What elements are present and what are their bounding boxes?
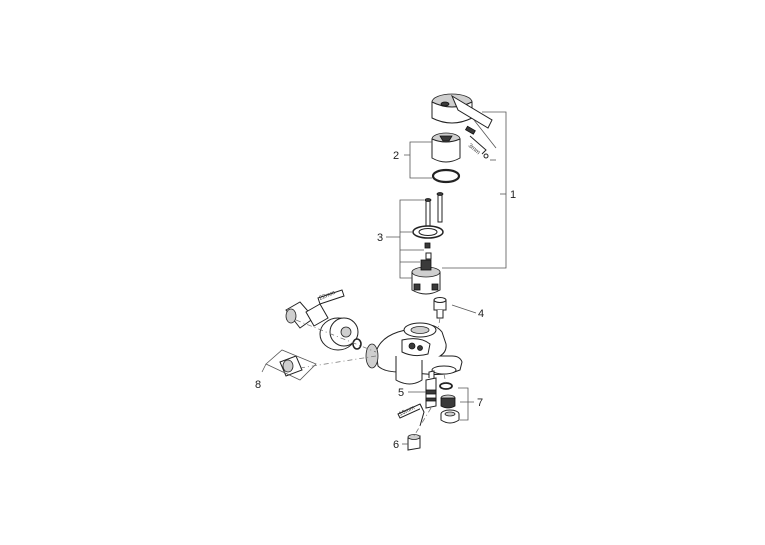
callout-4: 4 bbox=[478, 308, 484, 320]
spanner-22mm: 22mm bbox=[317, 289, 345, 305]
diverter-knob bbox=[433, 297, 447, 319]
callout-8: 8 bbox=[255, 379, 261, 391]
assembly-centerlines bbox=[295, 317, 447, 437]
cartridge bbox=[411, 259, 441, 295]
outlet-gasket bbox=[439, 382, 453, 390]
callout-3: 3 bbox=[377, 232, 383, 244]
small-fittings bbox=[424, 242, 432, 260]
handle-set-screw bbox=[464, 125, 476, 135]
hex-key-10mm-label: 10mm bbox=[398, 405, 416, 418]
diverter-valve bbox=[425, 370, 437, 409]
spanner-22mm-label: 22mm bbox=[319, 290, 337, 302]
hex-key-3mm: 3mm bbox=[467, 135, 489, 159]
escutcheon-flange bbox=[319, 317, 359, 351]
callout-7: 7 bbox=[477, 397, 483, 409]
washer bbox=[352, 338, 362, 350]
mounting-screws bbox=[424, 192, 444, 229]
callout-2: 2 bbox=[393, 150, 399, 162]
callout-6: 6 bbox=[393, 439, 399, 451]
o-ring bbox=[431, 168, 461, 184]
aerator bbox=[440, 394, 456, 409]
cover-cap bbox=[431, 132, 461, 163]
s-union-connector bbox=[285, 301, 329, 329]
retaining-ring bbox=[412, 225, 444, 239]
adapter-nipple bbox=[407, 434, 421, 451]
callout-1: 1 bbox=[510, 189, 516, 201]
hex-key-10mm: 10mm bbox=[397, 403, 425, 427]
leader-lines bbox=[261, 111, 507, 445]
mixer-body bbox=[365, 322, 463, 385]
aerator-housing bbox=[440, 409, 460, 424]
check-valve bbox=[279, 355, 303, 377]
lever-handle bbox=[431, 93, 493, 129]
callout-5: 5 bbox=[398, 387, 404, 399]
